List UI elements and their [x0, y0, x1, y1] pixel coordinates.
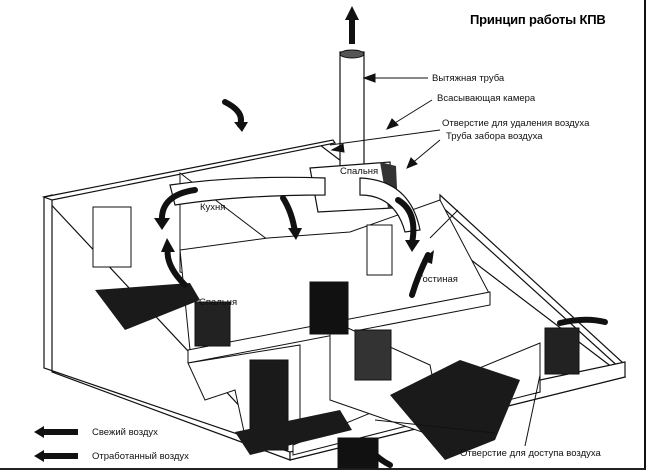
leader-air-removal-head [330, 143, 345, 153]
legend-item-exhaust-air: Отработанный воздух [34, 450, 189, 462]
inlet-arrow-top [222, 99, 244, 128]
door-right-back [366, 224, 393, 276]
leader-air-removal [329, 129, 441, 146]
fresh-air-arrow-icon [34, 426, 78, 438]
right-curve-arrowhead [405, 240, 420, 252]
label-air-intake-pipe: Труба забора воздуха [446, 131, 543, 142]
right-curve-arrow [395, 197, 417, 246]
leader-air-intake [409, 139, 441, 166]
room-label-kitchen: Кухня [200, 202, 226, 213]
leader-suction-chamber [389, 99, 433, 127]
leader-side-arrow [429, 209, 459, 239]
front-inlet-arrow [367, 447, 393, 468]
leader-access-2 [524, 374, 541, 447]
room-label-bedroom-front: Спальня [199, 297, 238, 308]
floor-shadows [95, 283, 520, 460]
kitchen-curve-arrow [158, 187, 198, 225]
door-living [354, 329, 392, 381]
kitchen-up-arrowhead [161, 238, 175, 252]
leader-access-1 [374, 419, 496, 434]
label-suction-chamber: Всасывающая камера [437, 93, 536, 104]
bedroom-floor-shadow [235, 410, 352, 455]
exhaust-air-arrow-icon [34, 450, 78, 462]
leader-suction-chamber-head [385, 118, 399, 130]
door-kitchen [194, 301, 231, 347]
inlet-arrowhead [234, 122, 248, 132]
window-back-left [92, 206, 132, 268]
right-window-arrow [557, 316, 608, 326]
legend-label-exhaust-air: Отработанный воздух [92, 450, 189, 462]
leader-lines [329, 73, 541, 447]
label-air-access-opening: Отверстие для доступа воздуха [460, 448, 601, 459]
exhaust-up-arrow [345, 6, 359, 44]
diagram-title: Принцип работы КПВ [470, 12, 606, 27]
door-center [309, 281, 349, 335]
label-exhaust-pipe: Вытяжная труба [432, 73, 505, 84]
flow-arrowheads [154, 122, 434, 264]
center-down-arrowhead [288, 228, 302, 240]
living-floor-shadow [390, 360, 520, 460]
duct-left [169, 176, 326, 206]
legend-item-fresh-air: Свежий воздух [34, 426, 158, 438]
label-air-removal-opening: Отверстие для удаления воздуха [442, 118, 590, 129]
right-up-arrowhead [422, 250, 434, 264]
kitchen-floor-shadow [95, 283, 200, 330]
room-label-bedroom-back: Спальня [340, 166, 379, 177]
room-label-living-room: Гостиная [418, 274, 458, 285]
kitchen-curve-arrowhead [154, 218, 170, 230]
window-right [544, 327, 580, 375]
exhaust-pipe-top [339, 49, 365, 59]
doors-windows [92, 206, 580, 469]
leader-air-intake-head [406, 157, 418, 169]
leader-exhaust-pipe-head [362, 73, 376, 83]
legend-label-fresh-air: Свежий воздух [92, 426, 158, 438]
back-wall [41, 139, 336, 201]
